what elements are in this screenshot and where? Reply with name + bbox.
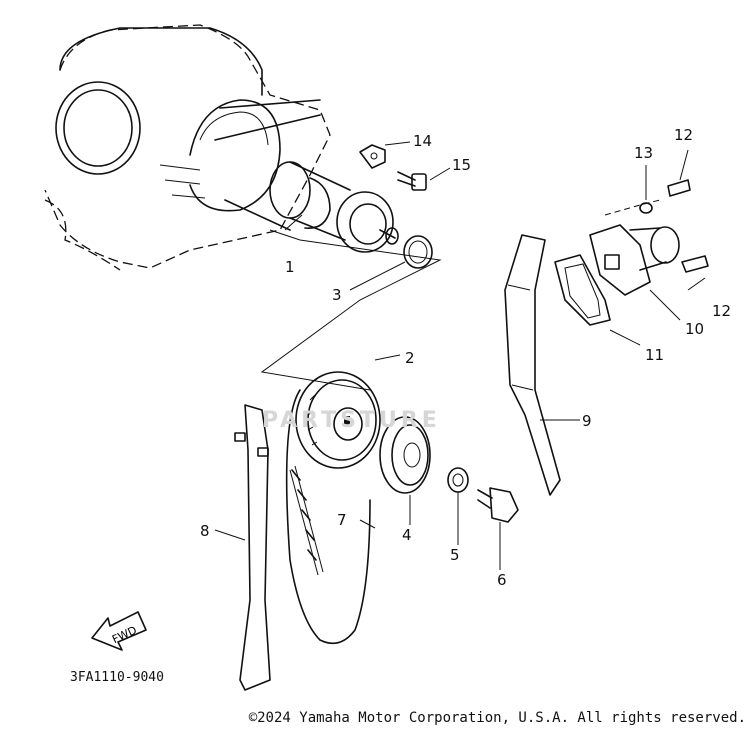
callout-7: 7	[337, 511, 347, 529]
cam-sprocket	[295, 371, 381, 469]
cylinder-head-outline	[44, 24, 331, 271]
washer-13	[639, 202, 653, 214]
gasket	[554, 254, 611, 326]
chain-tensioner	[589, 224, 680, 296]
callout-12-upper: 12	[674, 126, 693, 144]
direction-label: FWD	[110, 624, 139, 647]
bolt-6	[477, 487, 519, 523]
callout-3: 3	[332, 286, 342, 304]
cam-chain	[285, 389, 371, 645]
forward-arrow-icon: FWD	[91, 611, 147, 651]
bolt-15	[397, 171, 427, 191]
circlip	[403, 235, 433, 269]
sprocket-flange	[379, 416, 431, 494]
callout-9: 9	[582, 412, 592, 430]
callout-1: 1	[285, 258, 295, 276]
bracket	[359, 144, 386, 169]
callout-12-lower: 12	[712, 302, 731, 320]
callout-2: 2	[405, 349, 415, 367]
callout-14: 14	[413, 132, 432, 150]
copyright-notice: ©2024 Yamaha Motor Corporation, U.S.A. A…	[248, 710, 746, 726]
callout-6: 6	[497, 571, 507, 589]
callout-4: 4	[402, 526, 412, 544]
drawing-code: 3FA1110-9040	[70, 670, 164, 685]
callout-13: 13	[634, 144, 653, 162]
bolt-12-lower	[681, 255, 709, 273]
camshaft	[269, 161, 399, 253]
callout-5: 5	[450, 546, 460, 564]
chain-guide-9	[504, 234, 561, 496]
callout-15: 15	[452, 156, 471, 174]
callout-10: 10	[685, 320, 704, 338]
chain-guide-8	[234, 404, 271, 691]
bolt-12-upper	[667, 179, 691, 197]
washer	[447, 467, 469, 493]
callout-8: 8	[200, 522, 210, 540]
watermark: PARTSTURE	[262, 408, 441, 433]
callout-11: 11	[645, 346, 664, 364]
